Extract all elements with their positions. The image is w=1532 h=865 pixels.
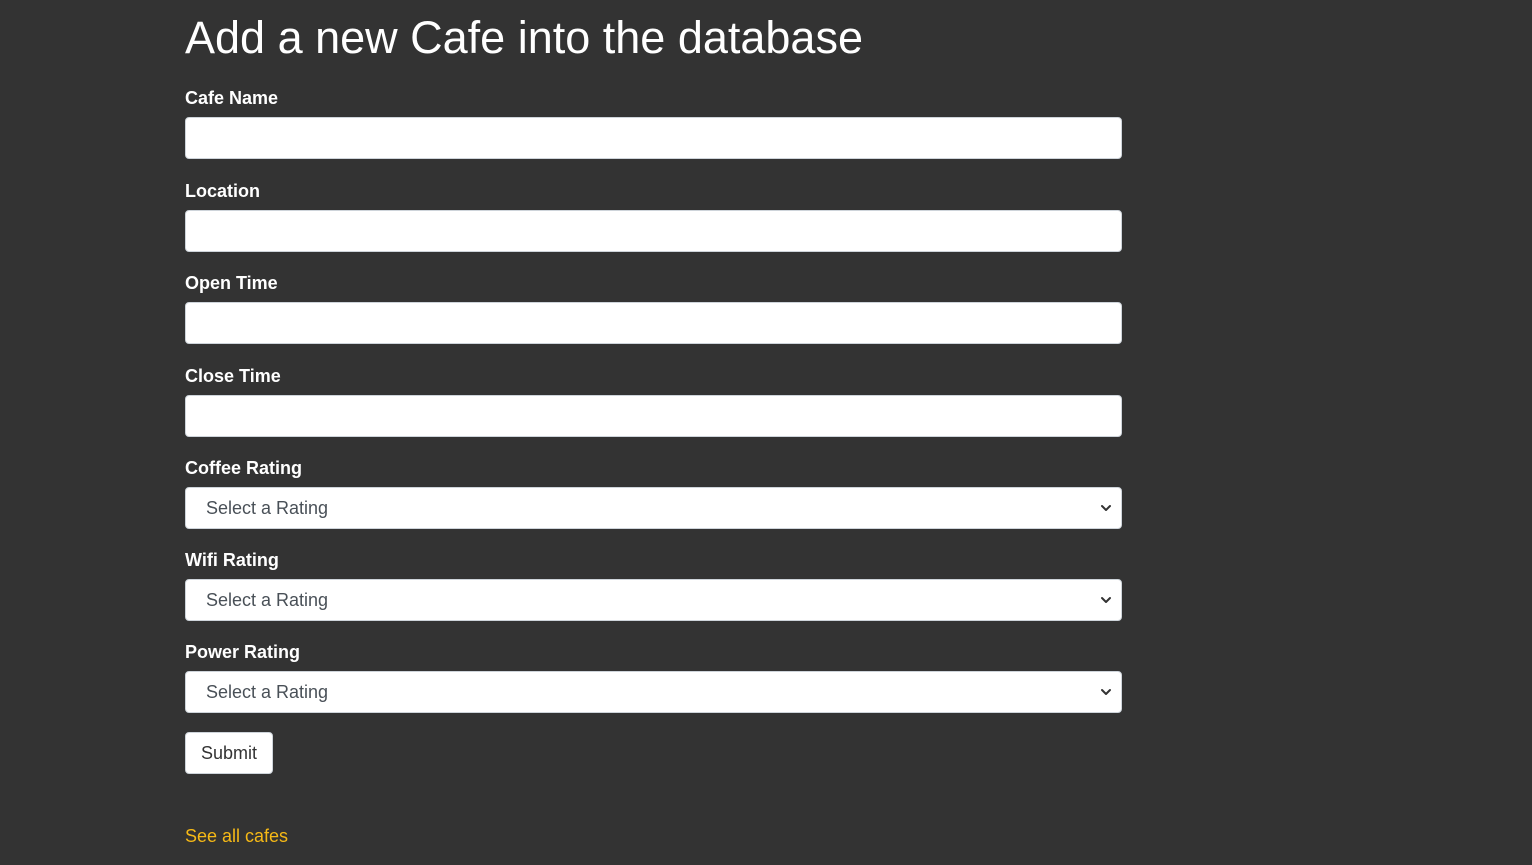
cafe-name-label: Cafe Name bbox=[185, 88, 279, 108]
close-time-label: Close Time bbox=[185, 366, 281, 386]
wifi-rating-selected: Select a Rating bbox=[206, 589, 329, 610]
location-label: Location bbox=[185, 181, 260, 201]
location-input[interactable] bbox=[185, 210, 1122, 252]
field-wifi-rating: Wifi Rating Select a Rating bbox=[185, 549, 1122, 621]
add-cafe-form: Cafe Name Location Open Time Close Time … bbox=[185, 87, 1122, 774]
coffee-rating-selected: Select a Rating bbox=[206, 497, 329, 518]
power-rating-select[interactable]: Select a Rating bbox=[185, 671, 1122, 713]
field-coffee-rating: Coffee Rating Select a Rating bbox=[185, 457, 1122, 529]
add-cafe-container: Add a new Cafe into the database Cafe Na… bbox=[185, 0, 1122, 847]
chevron-down-icon bbox=[1101, 689, 1111, 695]
field-power-rating: Power Rating Select a Rating bbox=[185, 641, 1122, 713]
power-rating-label: Power Rating bbox=[185, 642, 301, 662]
cafe-name-input[interactable] bbox=[185, 117, 1122, 159]
field-location: Location bbox=[185, 180, 1122, 252]
open-time-label: Open Time bbox=[185, 273, 278, 293]
submit-row: Submit bbox=[185, 732, 1122, 774]
field-close-time: Close Time bbox=[185, 365, 1122, 437]
wifi-rating-select[interactable]: Select a Rating bbox=[185, 579, 1122, 621]
chevron-down-icon bbox=[1101, 505, 1111, 511]
wifi-rating-label: Wifi Rating bbox=[185, 550, 279, 570]
power-rating-selected: Select a Rating bbox=[206, 681, 329, 702]
see-all-cafes-link[interactable]: See all cafes bbox=[185, 826, 289, 846]
close-time-input[interactable] bbox=[185, 395, 1122, 437]
open-time-input[interactable] bbox=[185, 302, 1122, 344]
coffee-rating-label: Coffee Rating bbox=[185, 458, 302, 478]
footer: See all cafes bbox=[185, 825, 1122, 847]
field-cafe-name: Cafe Name bbox=[185, 87, 1122, 159]
field-open-time: Open Time bbox=[185, 272, 1122, 344]
chevron-down-icon bbox=[1101, 597, 1111, 603]
submit-button[interactable]: Submit bbox=[185, 732, 274, 774]
page-title: Add a new Cafe into the database bbox=[185, 12, 863, 63]
coffee-rating-select[interactable]: Select a Rating bbox=[185, 487, 1122, 529]
